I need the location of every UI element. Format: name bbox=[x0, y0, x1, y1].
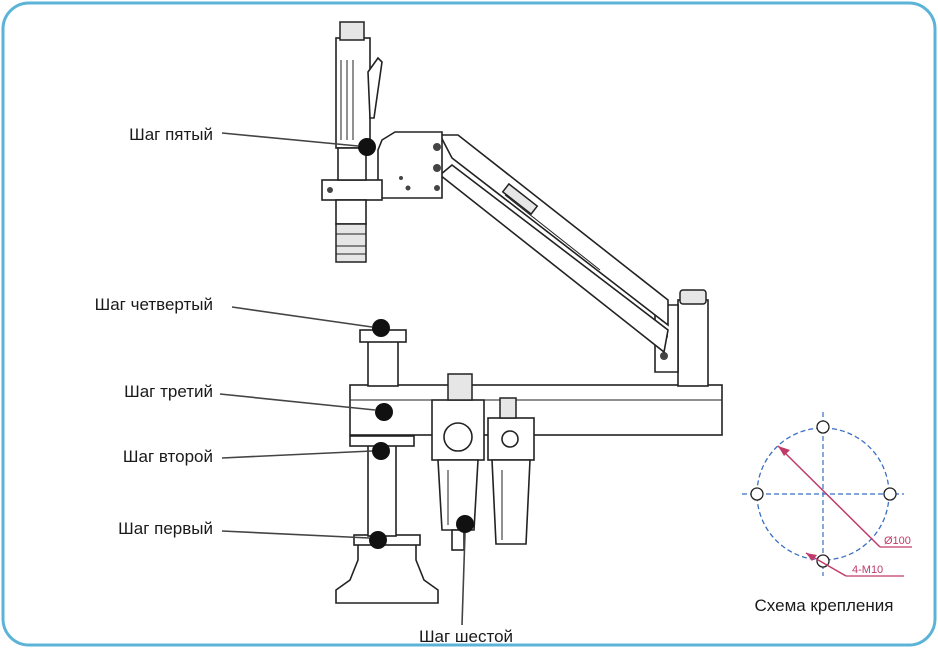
ball-step5 bbox=[358, 138, 376, 156]
diameter-dim-line bbox=[777, 445, 881, 548]
label-step5: Шаг пятый bbox=[129, 125, 213, 144]
leader-step2 bbox=[221, 450, 373, 459]
label-step3: Шаг третий bbox=[124, 382, 213, 401]
ball-step3 bbox=[375, 403, 393, 421]
bolt-hole-right bbox=[883, 487, 897, 501]
tool-neck bbox=[337, 147, 367, 181]
leader-step4 bbox=[231, 306, 373, 328]
ball-step2 bbox=[372, 442, 390, 460]
bolt-label: 4-M10 bbox=[852, 564, 883, 576]
lubricator-bowl bbox=[491, 459, 531, 545]
bolt-hole-left bbox=[750, 487, 764, 501]
label-step6: Шаг шестой bbox=[419, 627, 513, 646]
filter-drain bbox=[451, 529, 465, 551]
upper-post bbox=[367, 339, 399, 387]
leader-step3 bbox=[219, 393, 376, 411]
mount-scheme-caption: Схема крепления bbox=[755, 596, 894, 615]
horizontal-beam bbox=[349, 384, 723, 436]
leader-step1 bbox=[221, 530, 370, 539]
tapping-arm-machine bbox=[321, 21, 723, 604]
regulator-knob bbox=[447, 373, 473, 401]
label-step2: Шаг второй bbox=[123, 447, 213, 466]
leader-step5 bbox=[221, 132, 359, 147]
trigger-lever bbox=[367, 56, 383, 119]
gas-spring bbox=[504, 194, 601, 271]
ball-step1 bbox=[369, 531, 387, 549]
leader-lines bbox=[219, 132, 466, 626]
diameter-label: Ø100 bbox=[884, 535, 911, 547]
air-inlet bbox=[339, 21, 365, 41]
bolt-hole-top bbox=[816, 420, 830, 434]
lubricator-cap bbox=[499, 397, 517, 419]
mount-scheme: Ø100 4-M10 Схема крепления bbox=[742, 412, 912, 615]
ball-step6 bbox=[456, 515, 474, 533]
label-step4: Шаг четвертый bbox=[95, 295, 213, 314]
leader-step6 bbox=[461, 532, 466, 626]
label-step1: Шаг первый bbox=[118, 519, 213, 538]
arm-upper-link bbox=[438, 134, 669, 327]
right-post bbox=[677, 299, 709, 387]
tap-chuck bbox=[335, 223, 367, 263]
spindle-housing bbox=[335, 199, 367, 225]
step-labels: Шаг пятый Шаг четвертый Шаг третий Шаг в… bbox=[95, 125, 513, 646]
ball-step4 bbox=[372, 319, 390, 337]
right-post-top bbox=[679, 289, 707, 305]
arm-lower-link bbox=[438, 163, 669, 354]
head-bracket bbox=[377, 131, 443, 199]
gas-spring-cylinder bbox=[501, 182, 539, 216]
